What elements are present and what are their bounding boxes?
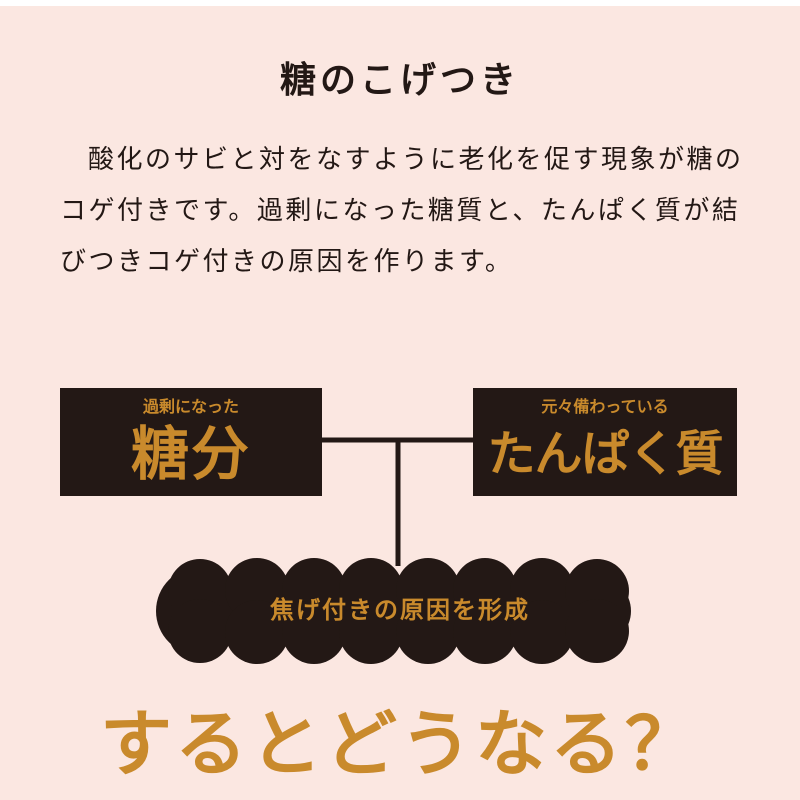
cloud-bump [282,600,346,664]
cloud-bump [168,599,232,663]
top-strip [0,0,800,6]
intro-line: びつきコゲ付きの原因を作ります。 [60,247,514,277]
intro-line: コゲ付きです。過剰になった糖質と、たんぱく質が結 [60,196,741,226]
protein-box-caption: 元々備わっている [541,397,669,416]
intro-paragraph: 酸化のサビと対をなすように老化を促す現象が糖の コゲ付きです。過剰になった糖質と… [60,135,760,288]
intro-line: 酸化のサビと対をなすように老化を促す現象が糖の [88,145,744,175]
cloud-bump [396,600,460,664]
cloud-bump [565,599,629,663]
cloud-bump [225,600,289,664]
protein-box: 元々備わっている たんぱく質 [473,388,737,496]
result-label: 焦げ付きの原因を形成 [270,596,530,624]
protein-box-label: たんぱく質 [487,426,723,482]
sugar-box-caption: 過剰になった [142,397,239,416]
sugar-box: 過剰になった 糖分 [60,388,322,496]
cloud-bump [339,600,403,664]
page-title: 糖のこげつき [279,59,520,101]
cloud-bump [510,600,574,664]
sugar-box-label: 糖分 [130,420,251,488]
result-cloud [156,558,631,664]
question-heading: するとどうなる？ [99,702,700,786]
cloud-bump [453,600,517,664]
